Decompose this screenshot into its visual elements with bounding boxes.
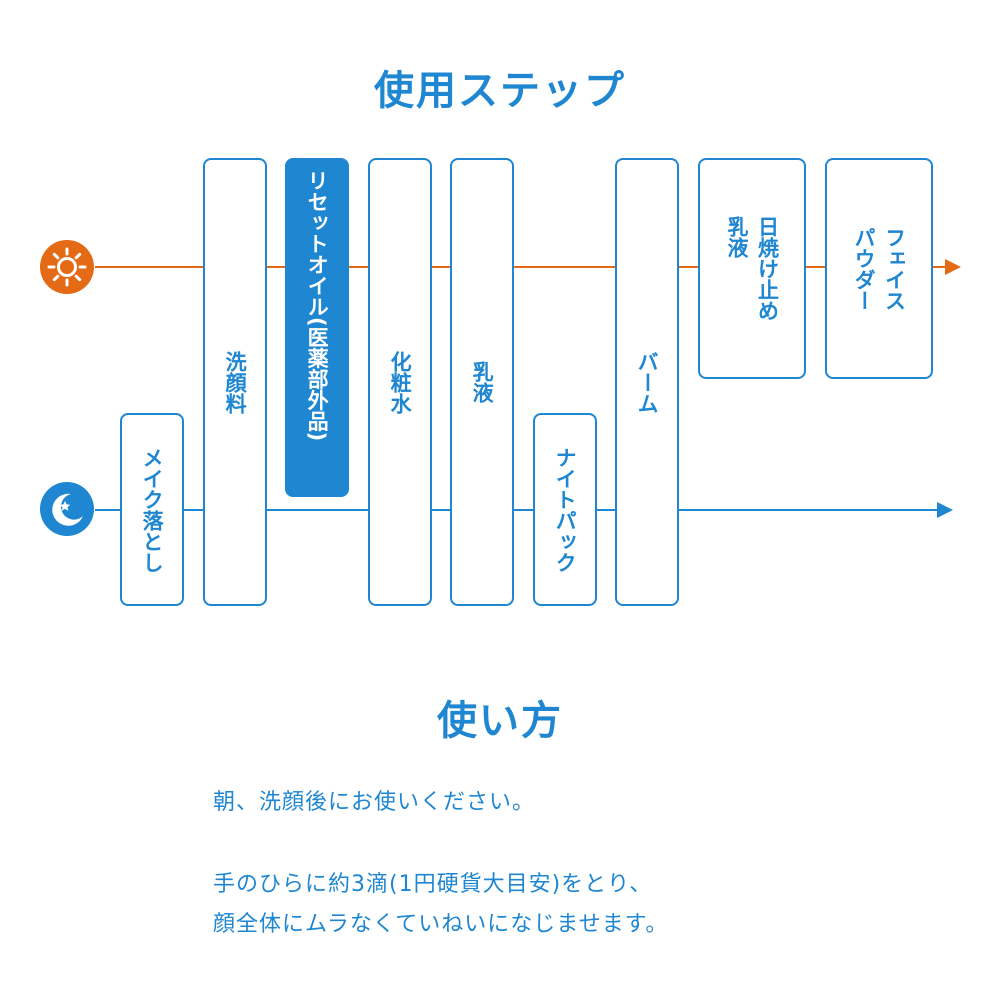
step-label: ナイトパック	[553, 446, 578, 573]
moon-icon	[40, 482, 94, 536]
step-reset-oil-highlighted: リセットオイル(医薬部外品)	[285, 158, 349, 497]
step-balm: バーム	[615, 158, 679, 606]
steps-title: 使用ステップ	[374, 68, 626, 114]
step-milk: 乳液	[450, 158, 514, 606]
step-makeup-remover: メイク落とし	[120, 413, 184, 606]
morning-arrow-icon	[945, 259, 961, 275]
step-label: 洗顔料	[223, 350, 248, 414]
usage-line-3: 顔全体にムラなくていねいになじませます。	[213, 912, 669, 937]
usage-title: 使い方	[437, 698, 563, 744]
night-arrow-icon	[937, 502, 953, 518]
step-label: メイク落とし	[140, 446, 165, 573]
morning-timeline-line	[95, 266, 945, 268]
step-label: バーム	[635, 350, 660, 414]
step-label: 化粧水	[388, 350, 413, 414]
sun-icon	[40, 240, 94, 294]
usage-line-2: 手のひらに約3滴(1円硬貨大目安)をとり、	[213, 872, 653, 897]
step-label: フェイス パウダー	[852, 226, 907, 311]
step-label: リセットオイル(医薬部外品)	[305, 170, 330, 442]
night-timeline-line	[95, 509, 937, 511]
step-face-powder: フェイス パウダー	[825, 158, 933, 379]
step-night-pack: ナイトパック	[533, 413, 597, 606]
step-label: 日焼け止め 乳液	[725, 216, 780, 321]
step-sunscreen-milk: 日焼け止め 乳液	[698, 158, 806, 379]
step-face-wash: 洗顔料	[203, 158, 267, 606]
step-toner: 化粧水	[368, 158, 432, 606]
step-label: 乳液	[470, 361, 495, 403]
usage-line-1: 朝、洗顔後にお使いください。	[213, 790, 536, 815]
